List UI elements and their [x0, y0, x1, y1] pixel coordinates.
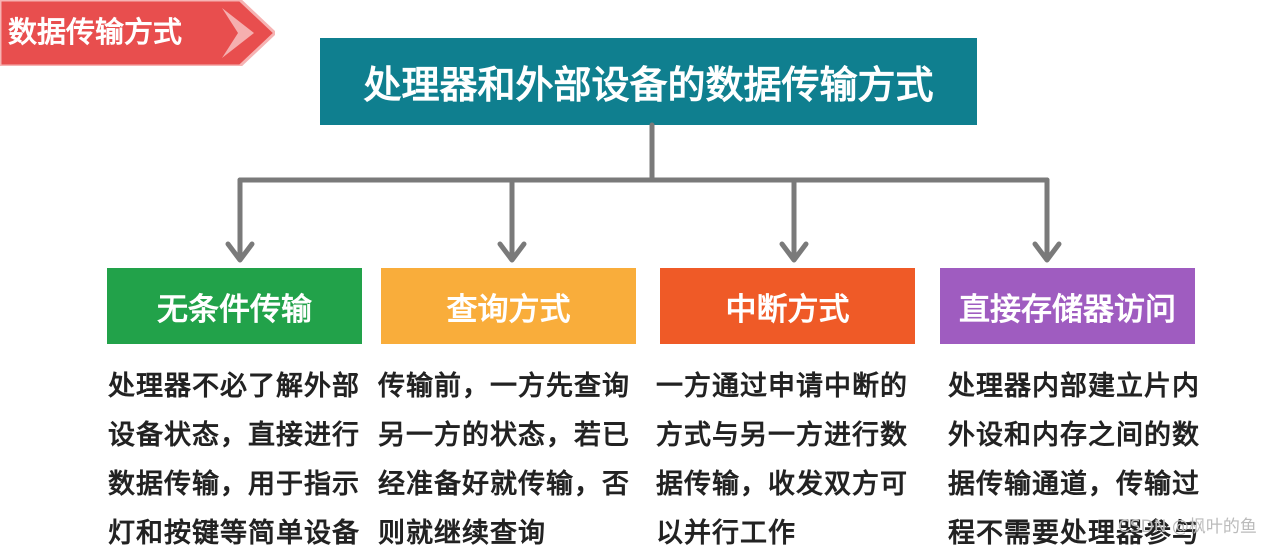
- connector-tree: [225, 122, 1062, 263]
- card-desc-polling: 传输前，一方先查询另一方的状态，若已经准备好就传输，否则就继续查询: [378, 371, 630, 549]
- card-desc-unconditional: 处理器不必了解外部设备状态，直接进行数据传输，用于指示灯和按键等简单设备: [108, 371, 360, 549]
- card-desc-interrupt: 一方通过申请中断的方式与另一方进行数据传输，收发双方可以并行工作: [656, 371, 908, 549]
- corner-tag-label: 数据传输方式: [8, 15, 183, 49]
- watermark: CSDN @枫叶的鱼: [1118, 517, 1257, 537]
- main-title: 处理器和外部设备的数据传输方式: [320, 38, 977, 125]
- corner-tag: 数据传输方式: [0, 0, 275, 66]
- card-header-unconditional: 无条件传输: [107, 268, 362, 344]
- arrowhead-3: [779, 241, 809, 263]
- corner-tag-chevron: [0, 0, 275, 66]
- card-header-dma: 直接存储器访问: [940, 268, 1195, 344]
- card-desc-dma: 处理器内部建立片内外设和内存之间的数据传输通道，传输过程不需要处理器参与: [948, 371, 1200, 549]
- corner-tag-inner-chevron: [222, 8, 254, 58]
- corner-tag-shape: [0, 0, 275, 66]
- arrowhead-1: [225, 241, 255, 263]
- card-header-polling: 查询方式: [381, 268, 636, 344]
- arrowhead-2: [497, 241, 527, 263]
- card-header-interrupt: 中断方式: [660, 268, 915, 344]
- arrowhead-4: [1032, 241, 1062, 263]
